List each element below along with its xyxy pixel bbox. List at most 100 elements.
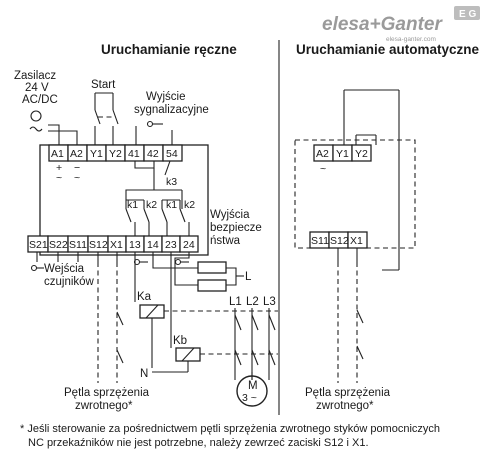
wire-supply-a2 (48, 130, 78, 145)
start-contact-a (94, 109, 101, 125)
auto-terminal-s12-label: S12 (330, 235, 349, 247)
k1a-contact (125, 208, 132, 223)
a1-tilde: ~ (56, 172, 62, 184)
auto-feedback-line-2: zwrotnego* (316, 400, 374, 412)
n-label: N (140, 368, 148, 380)
safety-output-line-2: bezpiecze (210, 222, 262, 234)
k2b-label: k2 (184, 199, 195, 211)
l2-label: L2 (246, 296, 259, 308)
terminal-s12-label: S12 (89, 239, 108, 251)
auto-terminal-y2-label: Y2 (355, 148, 368, 160)
signal-output-line-1: Wyjście (146, 91, 186, 103)
motor-icon (236, 375, 268, 407)
terminal-y1-label: Y1 (90, 148, 103, 160)
sensor-input-line-2: czujników (44, 276, 95, 288)
supply-label: Zasilacz 24 V AC/DC (14, 70, 58, 106)
ka-main-contact-2 (251, 314, 259, 331)
auto-terminal-s11-label: S11 (311, 235, 329, 247)
terminal-s22-label: S22 (49, 239, 68, 251)
terminal-42-label: 42 (147, 148, 159, 160)
ac-symbol-icon (29, 126, 43, 132)
auto-start-title: Uruchamianie automatyczne (296, 42, 480, 57)
brand-name: elesa+Ganter (322, 14, 443, 35)
kb-coil-mark (181, 347, 195, 362)
terminal-14-label: 14 (147, 239, 159, 251)
k3-contact-wire (134, 161, 155, 169)
auto-a2-tilde: ~ (320, 163, 326, 175)
feedback-line-1: Pętla sprzężenia (64, 387, 150, 399)
safety-output-line-1: Wyjścia (210, 209, 250, 221)
footnote-line-1: * Jeśli sterowanie za pośrednictwem pętl… (20, 423, 440, 435)
bottom-terminal-row: S21 S22 S11 S12 X1 13 14 23 24 (27, 235, 199, 253)
kb-main-contact-2 (251, 349, 259, 366)
ka-label: Ka (137, 291, 152, 303)
supply-line-2: 24 V (25, 82, 49, 94)
kb-label: Kb (173, 335, 187, 347)
auto-terminal-x1-label: X1 (350, 235, 363, 247)
terminal-y2-label: Y2 (109, 148, 122, 160)
auto-feedback-contact-2 (356, 345, 364, 360)
wire-24-out (174, 252, 198, 286)
feedback-kb-contact (116, 349, 124, 364)
auto-terminal-y2 (351, 144, 372, 162)
terminal-24-label: 24 (183, 239, 195, 251)
brand-logo: elesa+Ganter elesa-ganter.com E G (322, 6, 480, 43)
k2b-contact (179, 208, 186, 223)
k1b-label: k1 (166, 199, 177, 211)
load-2 (197, 279, 227, 292)
auto-relay-module (294, 139, 416, 249)
terminal-41-label: 41 (128, 148, 140, 160)
k3-label: k3 (166, 176, 177, 188)
terminal-a1-label: A1 (51, 148, 64, 160)
ka-coil-mark (145, 304, 159, 319)
auto-terminal-a2-label: A2 (316, 148, 329, 160)
out-24-arrow-tip (174, 258, 182, 266)
top-terminal-row: A1 A2 Y1 Y2 41 42 54 (48, 144, 183, 162)
wire-supply-a1 (48, 124, 60, 145)
terminal-s11-label: S11 (69, 239, 87, 251)
load-l-label: L (245, 271, 252, 283)
a2-tilde: ~ (74, 172, 80, 184)
k2a-contact (143, 208, 150, 223)
supply-line-3: AC/DC (22, 94, 58, 106)
brand-url: elesa-ganter.com (386, 36, 436, 43)
supply-line-1: Zasilacz (14, 70, 56, 82)
safety-output-line-3: ństwa (210, 235, 241, 247)
signal-output-arrow-tip (146, 120, 154, 128)
footnote-line-2: NC przekaźników nie jest potrzebne, nale… (28, 437, 369, 449)
k1b-contact (161, 208, 168, 223)
terminal-54-label: 54 (166, 148, 178, 160)
signal-output-line-2: sygnalizacyjne (134, 104, 209, 116)
start-label: Start (91, 79, 116, 91)
k3-contact (164, 160, 171, 176)
brand-badge-text: E G (459, 9, 476, 20)
terminal-x1-label: X1 (110, 239, 123, 251)
auto-feedback-contact-1 (356, 309, 364, 324)
ka-main-contact-3 (268, 314, 276, 331)
ka-main-contact-1 (234, 314, 242, 331)
terminal-54 (162, 144, 183, 162)
auto-feedback-line-1: Pętla sprzężenia (305, 387, 391, 399)
dc-symbol-icon (30, 110, 42, 122)
terminal-a2-label: A2 (70, 148, 83, 160)
l1-label: L1 (229, 296, 242, 308)
feedback-line-2: zwrotnego* (75, 400, 133, 412)
wire-load-1-l (226, 267, 237, 286)
terminal-13-label: 13 (129, 239, 141, 251)
manual-start-title: Uruchamianie ręczne (101, 42, 237, 57)
terminal-s21-label: S21 (29, 239, 48, 251)
a2-minus: − (74, 162, 80, 174)
wire-14-out (152, 252, 198, 269)
motor-label-m: M (248, 380, 258, 392)
k2a-label: k2 (146, 199, 157, 211)
load-1 (197, 261, 227, 274)
kb-main-contact-1 (234, 349, 242, 366)
motor-label-phase: 3 ~ (242, 392, 257, 404)
auto-terminal-y1-label: Y1 (336, 148, 349, 160)
l3-label: L3 (263, 296, 276, 308)
terminal-23-label: 23 (165, 239, 177, 251)
brand-badge (454, 6, 480, 20)
sensor-input-line-1: Wejścia (44, 263, 85, 275)
a1-plus: + (56, 162, 62, 174)
